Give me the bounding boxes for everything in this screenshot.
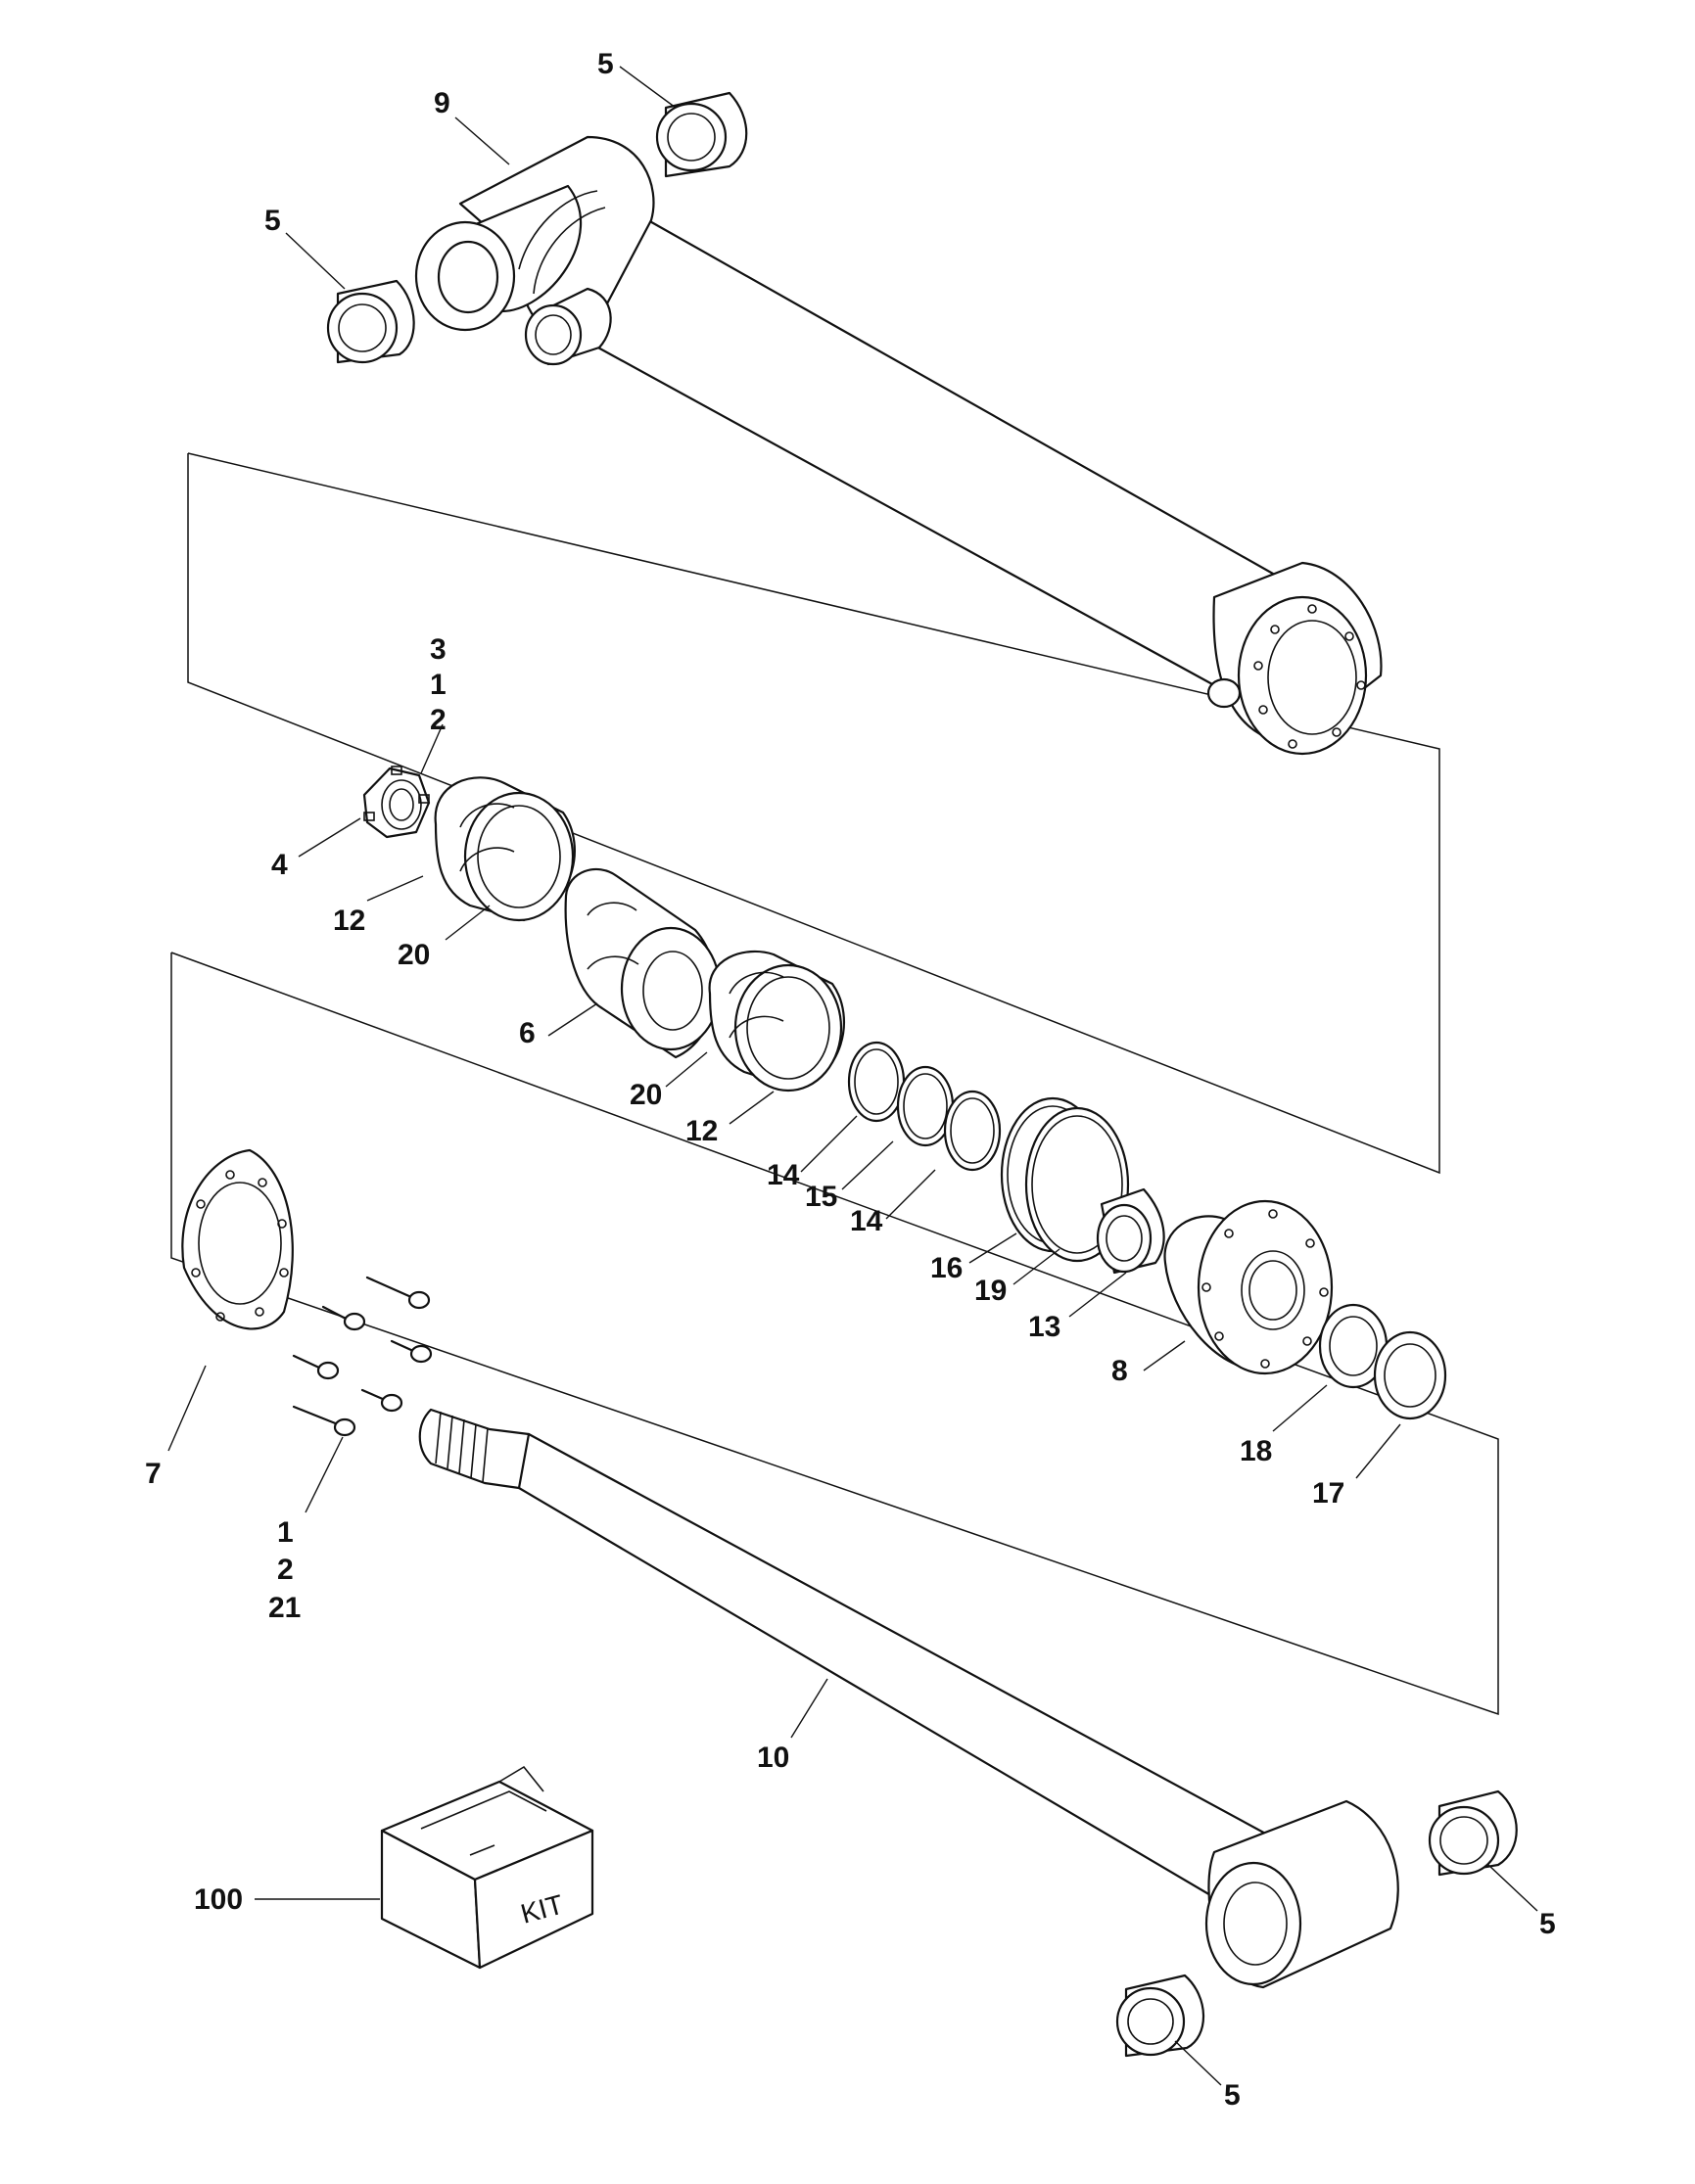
bushing-bottom bbox=[1115, 1974, 1205, 2058]
piston-seal-ring-b bbox=[708, 950, 846, 1092]
bolt-5 bbox=[360, 1388, 403, 1413]
callout-2-upper: 2 bbox=[430, 704, 447, 736]
callout-12-a: 12 bbox=[333, 905, 365, 937]
backup-ring-b bbox=[943, 1090, 1002, 1172]
callout-5-left: 5 bbox=[264, 205, 281, 237]
callout-9: 9 bbox=[434, 87, 450, 119]
callout-5-bottom: 5 bbox=[1224, 2079, 1241, 2112]
callout-12-b: 12 bbox=[685, 1115, 718, 1147]
bolt-4 bbox=[292, 1354, 340, 1380]
callout-4: 4 bbox=[271, 849, 288, 881]
callout-10: 10 bbox=[757, 1742, 789, 1774]
callout-2-lower: 2 bbox=[277, 1554, 294, 1586]
flange-plate bbox=[181, 1148, 294, 1330]
bolt-6 bbox=[292, 1405, 356, 1437]
spacer-bushing bbox=[1096, 1187, 1165, 1275]
seal-kit-box: KIT bbox=[380, 1765, 594, 1970]
callout-16: 16 bbox=[930, 1252, 963, 1284]
bushing-left bbox=[326, 279, 415, 364]
callout-20-a: 20 bbox=[398, 939, 430, 971]
callout-17: 17 bbox=[1312, 1477, 1344, 1510]
lock-nut bbox=[362, 766, 431, 839]
bushing-top bbox=[655, 91, 748, 178]
bolt-2 bbox=[321, 1305, 366, 1331]
callout-5-top: 5 bbox=[597, 48, 614, 80]
cylinder-barrel bbox=[414, 135, 1383, 756]
callout-8: 8 bbox=[1111, 1355, 1128, 1387]
callout-7: 7 bbox=[145, 1458, 162, 1490]
bushing-right bbox=[1428, 1789, 1518, 1877]
backup-ring-a bbox=[847, 1041, 906, 1123]
callout-numbers: 5 9 5 3 1 2 4 12 20 6 20 12 14 15 14 16 … bbox=[145, 48, 1556, 2112]
rod-wiper-17 bbox=[1373, 1330, 1447, 1420]
bolt-1 bbox=[365, 1276, 431, 1310]
lower-assembly-frame bbox=[170, 952, 1499, 1716]
piston bbox=[564, 867, 722, 1059]
piston-seal-ring-a bbox=[434, 776, 576, 922]
callout-20-b: 20 bbox=[630, 1079, 662, 1111]
leader-lines bbox=[167, 66, 1538, 2086]
callout-14-b: 14 bbox=[850, 1205, 883, 1237]
callout-18: 18 bbox=[1240, 1435, 1272, 1467]
callout-15: 15 bbox=[805, 1181, 837, 1213]
piston-rod bbox=[418, 1408, 1399, 1989]
callout-100: 100 bbox=[194, 1883, 243, 1916]
rod-guide-gland bbox=[1163, 1199, 1334, 1375]
upper-assembly-frame bbox=[187, 452, 1440, 1175]
bolt-3 bbox=[390, 1339, 433, 1364]
callout-1-lower: 1 bbox=[277, 1516, 294, 1549]
callout-14-a: 14 bbox=[767, 1159, 800, 1191]
bolt-set bbox=[292, 1276, 433, 1437]
callout-6: 6 bbox=[519, 1017, 536, 1049]
callout-3: 3 bbox=[430, 633, 447, 666]
callout-1-upper: 1 bbox=[430, 669, 447, 701]
callout-21: 21 bbox=[268, 1592, 301, 1624]
callout-13: 13 bbox=[1028, 1311, 1060, 1343]
rod-seal-18 bbox=[1318, 1303, 1389, 1389]
callout-19: 19 bbox=[974, 1275, 1007, 1307]
callout-5-right: 5 bbox=[1539, 1908, 1556, 1940]
